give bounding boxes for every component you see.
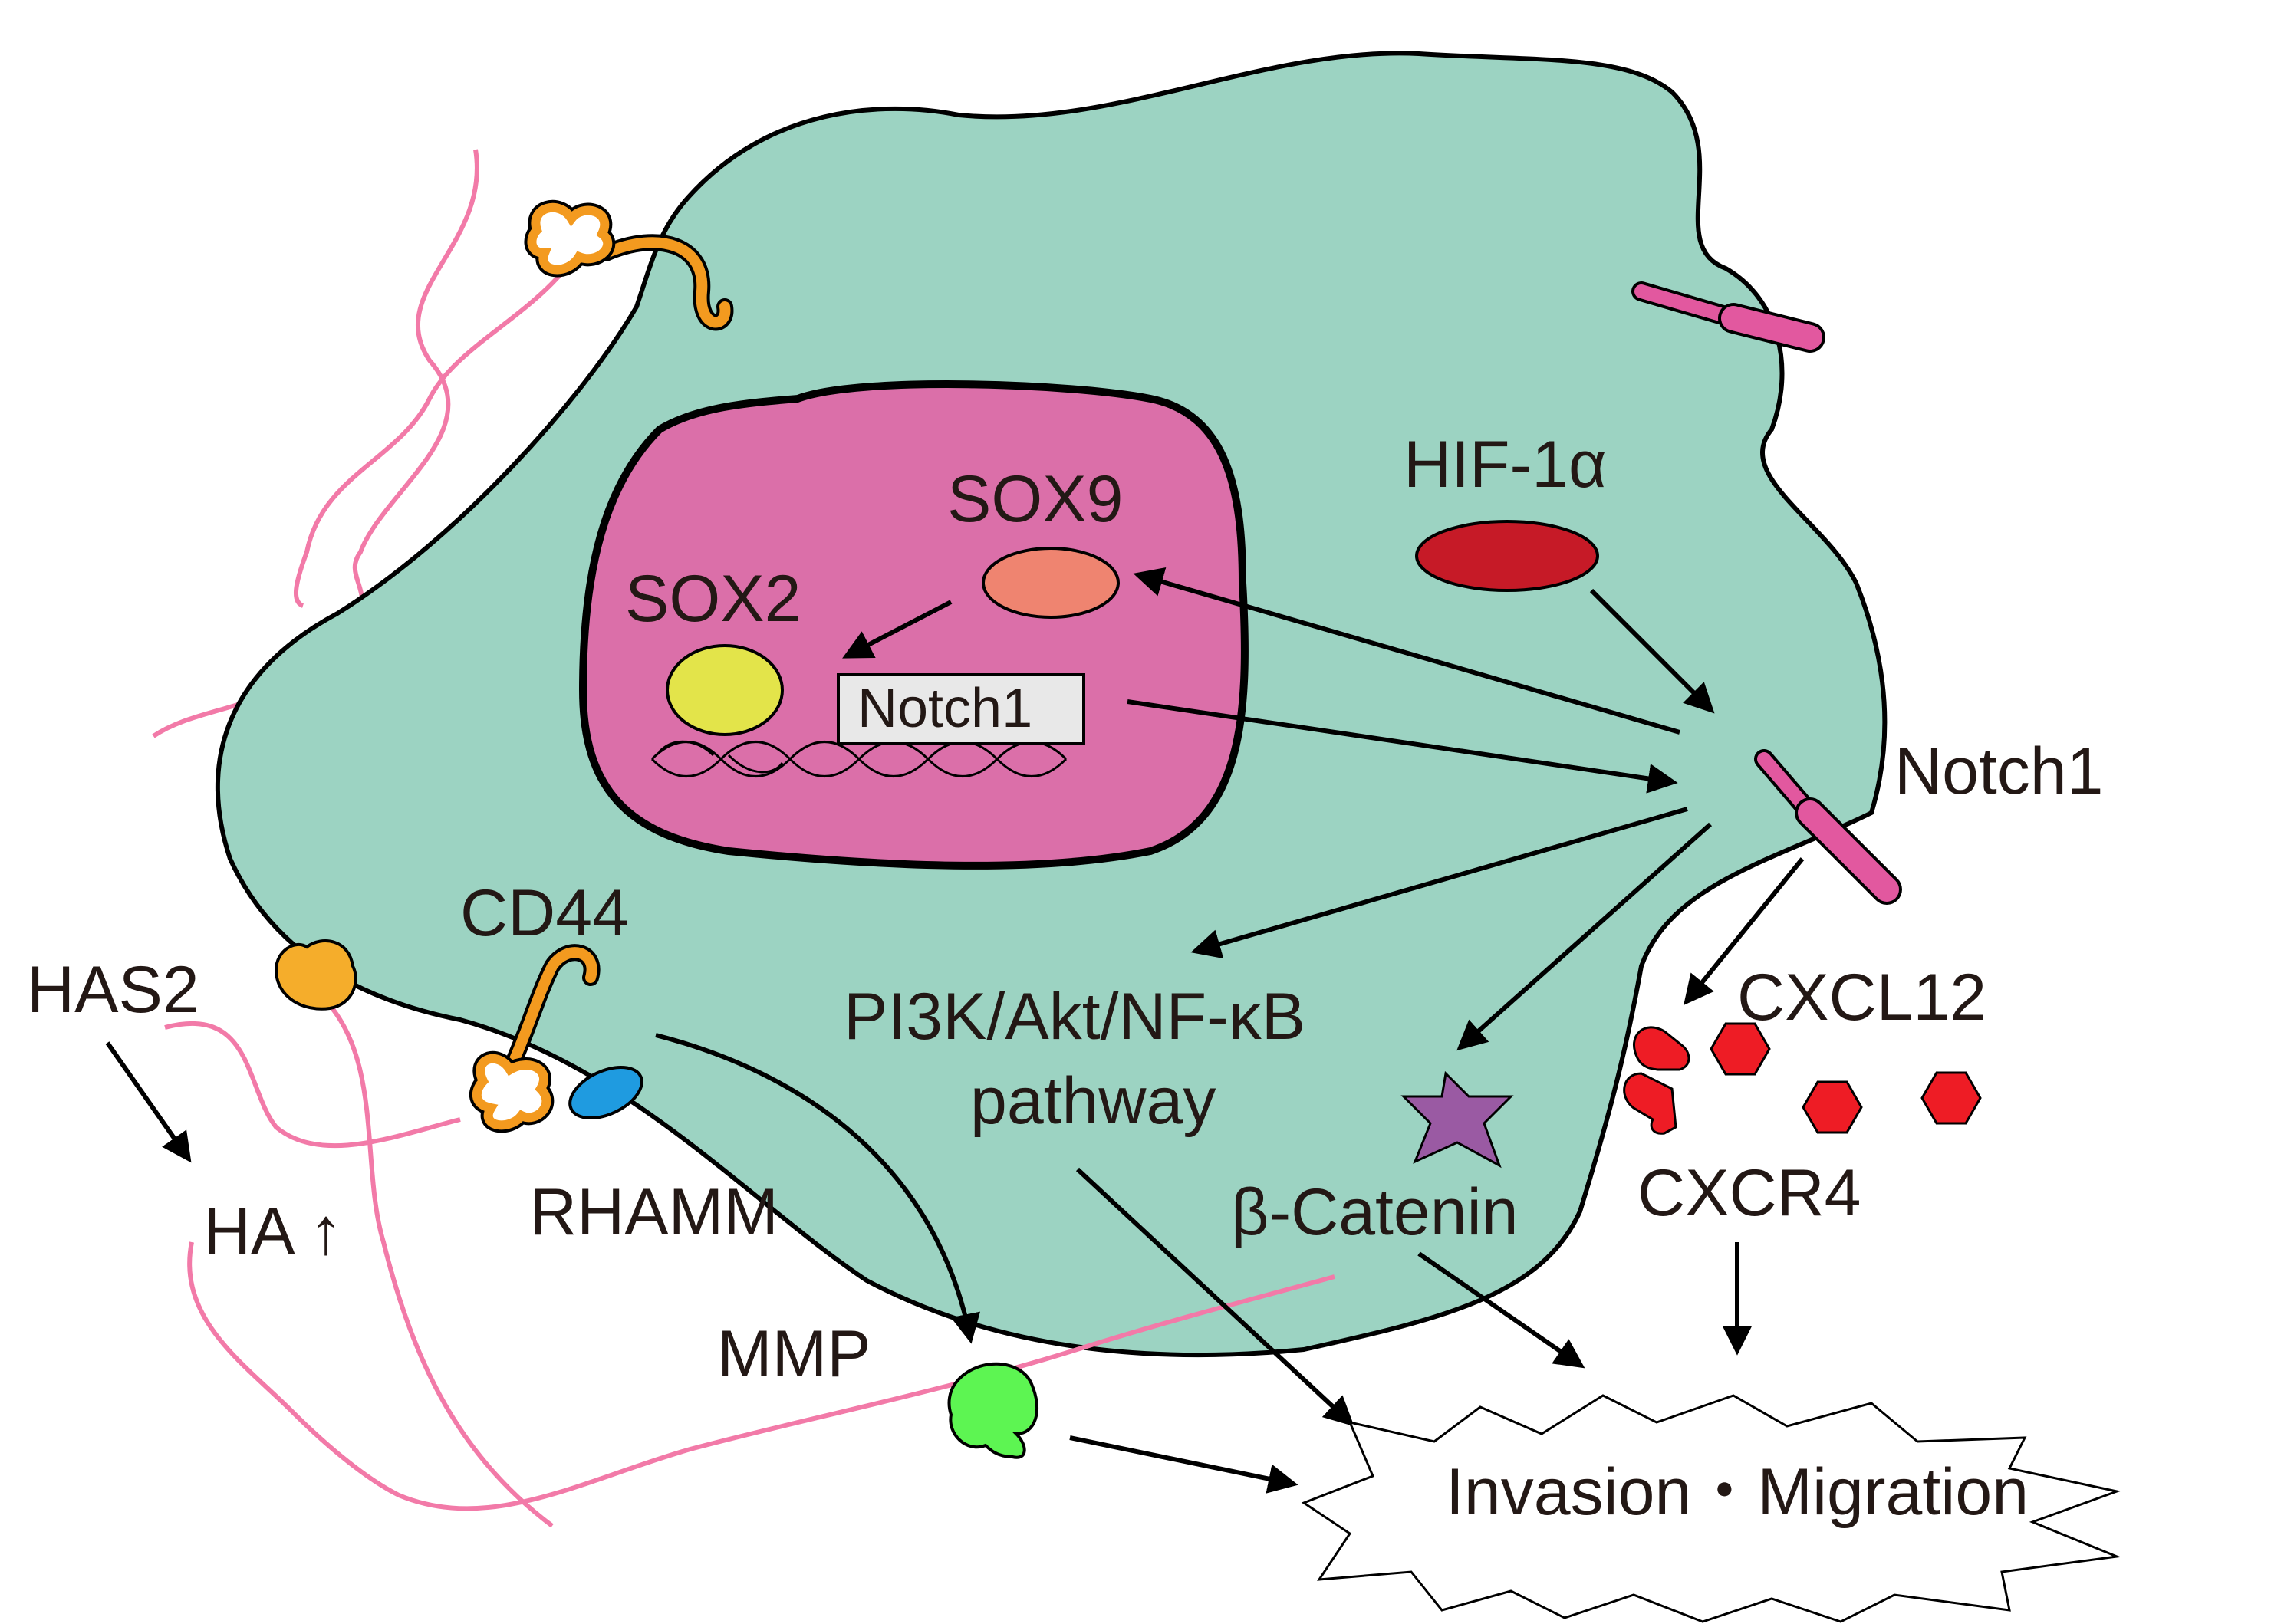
rhamm-protein xyxy=(568,1065,643,1120)
notch1-receptor-label: Notch1 xyxy=(1894,735,2104,808)
cd44-receptor-membrane xyxy=(469,944,601,1133)
sox2-label: SOX2 xyxy=(625,562,801,636)
outcome-starburst xyxy=(1301,1394,2121,1623)
cxcr4-receptor xyxy=(1623,1026,1690,1135)
rhamm-label: RHAMM xyxy=(529,1175,778,1249)
sox9-label: SOX9 xyxy=(947,462,1123,536)
mmp-label: MMP xyxy=(717,1317,871,1391)
beta-catenin-label: β-Catenin xyxy=(1231,1175,1519,1249)
cxcl12-label: CXCL12 xyxy=(1737,961,1986,1034)
arrow-notch-to-pi3k xyxy=(1190,807,1688,959)
cd44-label: CD44 xyxy=(460,876,629,950)
mmp-enzyme xyxy=(947,1362,1039,1459)
notch1-receptor-membrane xyxy=(1754,749,1902,905)
has2-label: HAS2 xyxy=(27,953,199,1027)
cxcr4-label: CXCR4 xyxy=(1637,1156,1861,1230)
notch1-gene-label: Notch1 xyxy=(857,678,1032,739)
arrow-beta-catenin-to-outcome xyxy=(1417,1251,1585,1369)
cxcl12-hexagon xyxy=(1710,1022,1771,1076)
cxcl12-hexagon xyxy=(1920,1071,1982,1125)
cxcl12-hexagon xyxy=(1802,1080,1863,1134)
pi3k-label-line2: pathway xyxy=(970,1064,1216,1138)
arrow-notch-to-beta-catenin xyxy=(1456,822,1712,1051)
arrow-hif1a-to-notch xyxy=(1589,588,1715,714)
arrow-notch-to-cxcr4 xyxy=(1684,857,1805,1006)
sox9-protein xyxy=(982,547,1120,619)
has2-enzyme xyxy=(274,939,357,1011)
hif1a-protein xyxy=(1415,520,1599,592)
arrow-notch-to-sox9 xyxy=(1133,567,1680,735)
arrow-pi3k-to-outcome xyxy=(1075,1167,1354,1427)
cd44-receptor-top xyxy=(524,199,734,331)
pi3k-label-line1: PI3K/Akt/NF-κB xyxy=(844,980,1305,1054)
hif1a-label: HIF-1α xyxy=(1404,428,1607,501)
hyaluronan-strands-lower xyxy=(164,994,1335,1528)
arrow-has2-to-ha xyxy=(105,1041,192,1163)
notch1-gene-box xyxy=(837,673,1085,745)
dna-helix xyxy=(650,740,1068,777)
arrow-notch1-gene-to-receptor xyxy=(1127,699,1678,794)
arrow-cd44-to-mmp xyxy=(655,1033,980,1344)
ha-label: HA ↑ xyxy=(203,1195,343,1268)
arrow-mmp-to-outcome xyxy=(1069,1435,1298,1494)
notch1-receptor-top xyxy=(1631,281,1825,353)
sox2-protein xyxy=(666,644,784,736)
outcome-label: Invasion・Migration xyxy=(1446,1455,2029,1529)
beta-catenin-star xyxy=(1400,1070,1514,1169)
arrow-sox9-to-sox2 xyxy=(842,600,953,659)
cxcl12-ligands xyxy=(1710,1022,1982,1134)
